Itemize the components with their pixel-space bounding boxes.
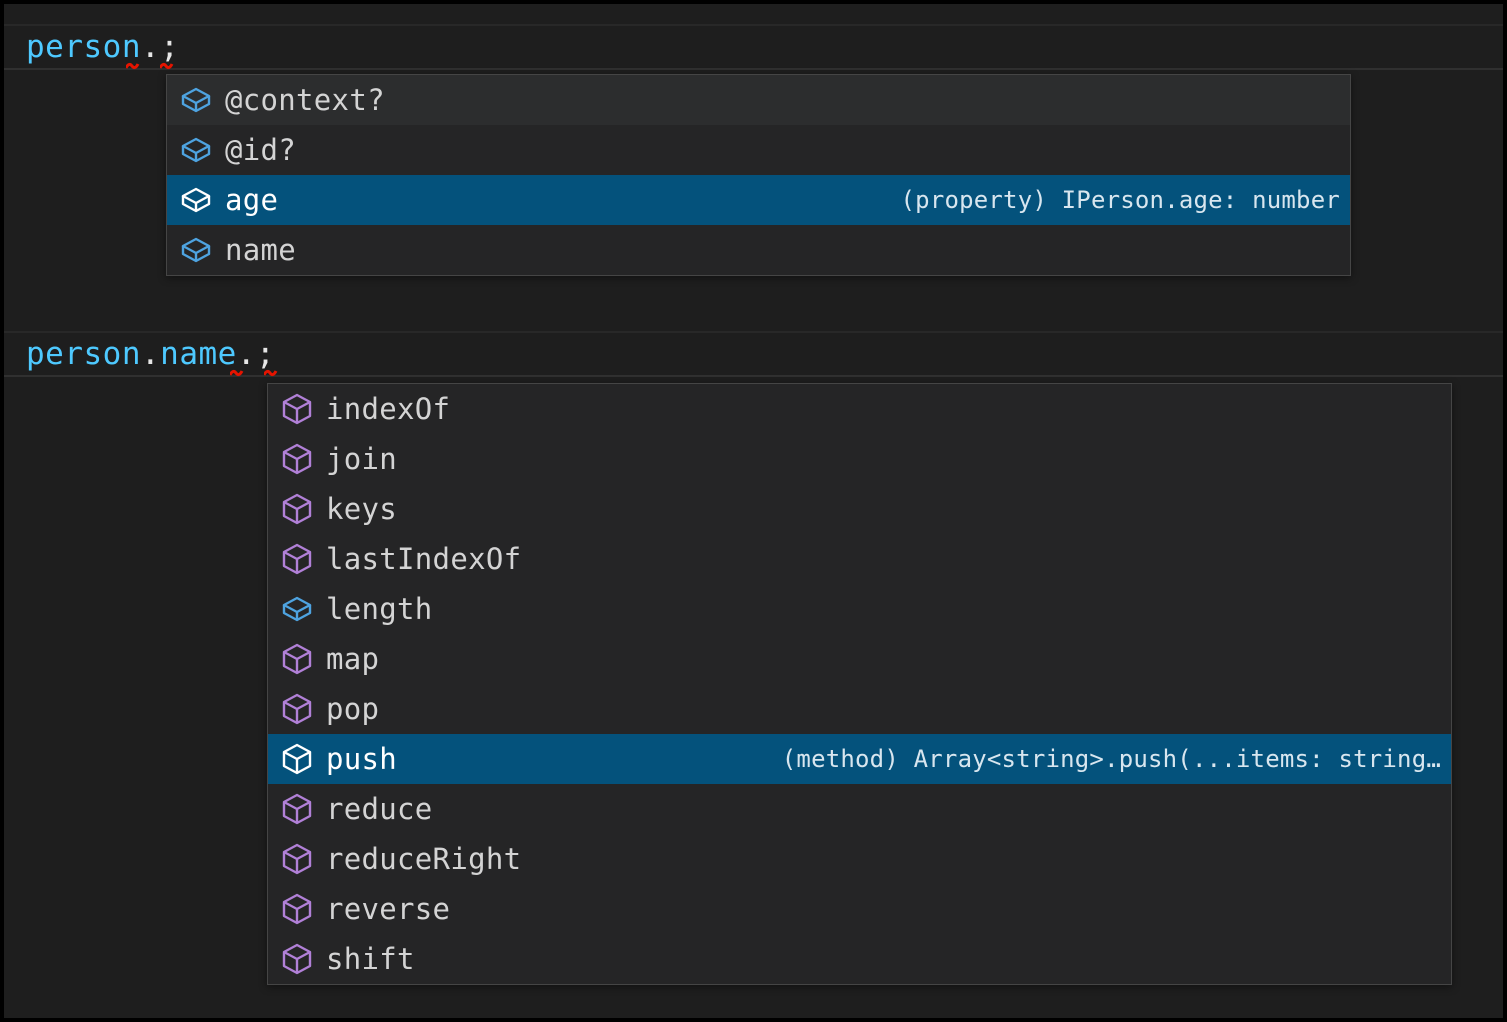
method-cube-icon <box>280 392 314 426</box>
suggest-item[interactable]: length <box>268 584 1451 634</box>
suggest-item[interactable]: map <box>268 634 1451 684</box>
property-cube-icon <box>280 592 314 626</box>
method-cube-icon <box>280 942 314 976</box>
suggest-item-label: map <box>326 642 380 676</box>
suggest-item-label: @id? <box>225 133 297 167</box>
code-token-dot-2: . <box>236 336 256 372</box>
code-line-1[interactable]: person.; <box>4 24 1503 70</box>
suggest-item-label: @context? <box>225 83 385 117</box>
suggest-item[interactable]: join <box>268 434 1451 484</box>
suggest-item-label: length <box>326 592 433 626</box>
method-cube-icon <box>280 542 314 576</box>
suggest-item[interactable]: reduce <box>268 784 1451 834</box>
suggest-widget-methods[interactable]: indexOf join keys lastIndexOf length map pop pu… <box>267 383 1452 985</box>
suggest-item[interactable]: age (property) IPerson.age: number <box>167 175 1350 225</box>
suggest-item-label: reduce <box>326 792 433 826</box>
suggest-item[interactable]: reverse <box>268 884 1451 934</box>
method-cube-icon <box>280 792 314 826</box>
property-cube-icon <box>179 233 213 267</box>
method-cube-icon <box>280 692 314 726</box>
suggest-item-detail: (property) IPerson.age: number <box>900 186 1340 214</box>
code-token-identifier-name: name <box>160 336 237 372</box>
suggest-item[interactable]: lastIndexOf <box>268 534 1451 584</box>
suggest-item-label: indexOf <box>326 392 451 426</box>
suggest-item[interactable]: shift <box>268 934 1451 984</box>
suggest-item-detail: (method) Array<string>.push(...items: st… <box>781 745 1441 773</box>
code-token-semicolon-2: ; <box>255 336 276 372</box>
editor-surface[interactable]: person.; person.name.; @context?@id?age(… <box>4 4 1503 1018</box>
property-cube-icon <box>179 133 213 167</box>
suggest-item-label: age <box>225 183 279 217</box>
suggest-item-label: reduceRight <box>326 842 522 876</box>
suggest-item-label: keys <box>326 492 398 526</box>
suggest-item[interactable]: name <box>167 225 1350 275</box>
code-token-dot: . <box>140 29 161 65</box>
suggest-widget-properties[interactable]: @context? @id? age (property) IPerson.age: … <box>166 74 1351 276</box>
suggest-item-label: join <box>326 442 398 476</box>
suggest-item[interactable]: @context? <box>167 75 1350 125</box>
suggest-item[interactable]: reduceRight <box>268 834 1451 884</box>
suggest-item-label: pop <box>326 692 380 726</box>
suggest-item[interactable]: push (method) Array<string>.push(...items… <box>268 734 1451 784</box>
code-token-semicolon: ; <box>160 29 180 65</box>
suggest-item-label: push <box>326 742 398 776</box>
method-cube-icon <box>280 742 314 776</box>
method-cube-icon <box>280 892 314 926</box>
code-token-identifier: person <box>26 29 141 65</box>
method-cube-icon <box>280 642 314 676</box>
suggest-item-label: lastIndexOf <box>326 542 522 576</box>
suggest-item[interactable]: @id? <box>167 125 1350 175</box>
suggest-item[interactable]: keys <box>268 484 1451 534</box>
method-cube-icon <box>280 492 314 526</box>
suggest-item-label: reverse <box>326 892 451 926</box>
code-token-identifier-person: person <box>26 336 141 372</box>
suggest-item-label: shift <box>326 942 415 976</box>
code-line-2[interactable]: person.name.; <box>4 331 1503 377</box>
property-cube-icon <box>179 83 213 117</box>
suggest-item-label: name <box>225 233 297 267</box>
suggest-item[interactable]: pop <box>268 684 1451 734</box>
method-cube-icon <box>280 842 314 876</box>
code-token-dot-1: . <box>140 336 161 372</box>
property-cube-icon <box>179 183 213 217</box>
method-cube-icon <box>280 442 314 476</box>
suggest-item[interactable]: indexOf <box>268 384 1451 434</box>
